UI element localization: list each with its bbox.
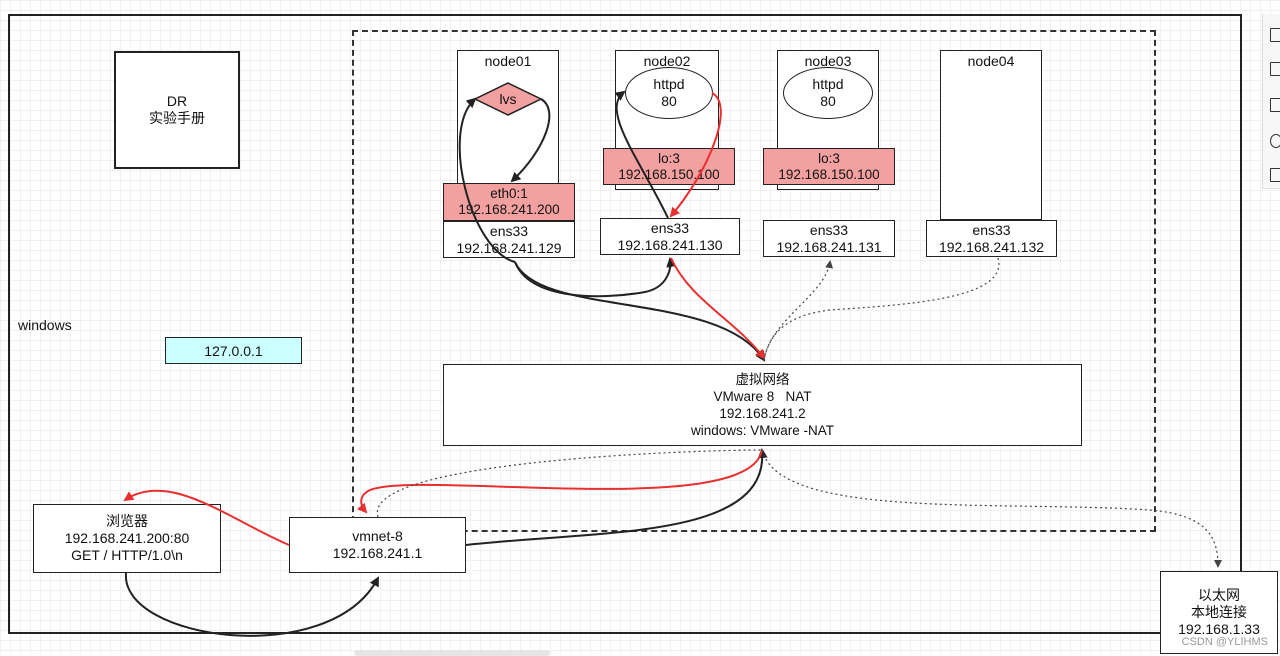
ens33-node01-to-lvs-arrow	[458, 97, 516, 263]
manual-label: 实验手册	[149, 110, 205, 126]
vnet-mode: VMware 8 NAT	[713, 389, 812, 404]
browser-request: GET / HTTP/1.0\n	[71, 547, 183, 563]
browser-box: 浏览器 192.168.241.200:80 GET / HTTP/1.0\n	[33, 504, 221, 573]
ens33-node04: ens33 192.168.241.132	[926, 220, 1057, 257]
node01-to-node02-arrow	[514, 257, 677, 298]
vmnet-ip: 192.168.241.1	[332, 545, 423, 561]
ethernet-box: 以太网 本地连接 192.168.1.33	[1160, 571, 1278, 654]
vnet-to-node03-dotted	[763, 260, 834, 361]
virtual-network-box: 虚拟网络 VMware 8 NAT 192.168.241.2 windows:…	[443, 364, 1082, 446]
node04-to-vnet-dotted	[763, 257, 1000, 361]
localhost-box: 127.0.0.1	[165, 337, 302, 364]
lo-name: lo:3	[818, 150, 840, 166]
node02-ens-to-httpd-arrow	[614, 90, 669, 219]
node02-title: node02	[643, 53, 691, 69]
lvs-to-eth0-arrow	[510, 98, 551, 183]
vnet-windows: windows: VMware -NAT	[690, 423, 835, 438]
right-toolbar	[1262, 14, 1280, 189]
vmnet-to-vnet-dotted	[377, 449, 763, 518]
vnet-title: 虚拟网络	[735, 372, 790, 387]
ens-name: ens33	[972, 221, 1011, 238]
watermark: CSDN @YLIHMS	[1181, 636, 1268, 648]
page-icon[interactable]	[1270, 28, 1280, 42]
vmnet-to-browser-red-arrow	[123, 489, 290, 546]
ens-ip: 192.168.241.132	[938, 238, 1045, 255]
httpd-label: httpd	[653, 76, 685, 92]
ethernet-ip: 192.168.1.33	[1178, 621, 1260, 637]
node01-to-vnet-arrow	[514, 261, 766, 362]
vm-boundary	[352, 30, 1156, 532]
windows-label: windows	[18, 317, 72, 333]
bottom-scroll-tab[interactable]	[354, 650, 550, 656]
vmnet8-box: vmnet-8 192.168.241.1	[289, 517, 466, 573]
ens33-node02: ens33 192.168.241.130	[600, 218, 740, 255]
httpd-node02: httpd 80	[625, 67, 713, 119]
httpd-port: 80	[661, 93, 677, 109]
eth0-name: eth0:1	[490, 186, 528, 201]
ens-ip: 192.168.241.131	[776, 238, 882, 255]
node01-title: node01	[484, 53, 532, 69]
eth0-ip: 192.168.241.200	[458, 202, 560, 217]
dr-manual-box: DR 实验手册	[114, 51, 240, 169]
browser-to-vmnet-arrow	[124, 572, 379, 637]
lo-name: lo:3	[658, 150, 680, 166]
lo3-node03: lo:3 192.168.150.100	[763, 148, 895, 185]
comment-icon[interactable]	[1270, 168, 1280, 182]
node04-title: node04	[967, 53, 1015, 69]
vmnet-to-vnet-arrow	[465, 448, 768, 546]
httpd-node03: httpd 80	[783, 67, 873, 119]
vnet-gateway: 192.168.241.2	[719, 406, 806, 421]
lo3-node02: lo:3 192.168.150.100	[603, 148, 735, 185]
ens-name: ens33	[809, 221, 849, 238]
undo-icon[interactable]	[1270, 134, 1280, 148]
lvs-label: lvs	[499, 91, 516, 107]
windows-frame	[8, 14, 1242, 634]
node04-box: node04	[940, 50, 1042, 220]
dr-label: DR	[166, 93, 188, 109]
lo-ip: 192.168.150.100	[778, 166, 880, 182]
ens33-node03: ens33 192.168.241.131	[763, 220, 895, 257]
ethernet-conn: 本地连接	[1191, 604, 1247, 620]
ens-name: ens33	[650, 219, 690, 236]
httpd-port: 80	[820, 93, 836, 109]
page-icon[interactable]	[1270, 62, 1280, 76]
vnet-to-vmnet-red-arrow	[356, 449, 763, 514]
lvs-diamond	[473, 82, 543, 116]
page-icon[interactable]	[1270, 98, 1280, 112]
vnet-to-ethernet-dotted	[761, 449, 1222, 568]
httpd-label: httpd	[812, 76, 844, 92]
browser-title: 浏览器	[106, 513, 148, 529]
ens-name: ens33	[489, 222, 529, 239]
httpd-to-ens-red-arrow	[669, 92, 722, 218]
ethernet-title: 以太网	[1198, 587, 1240, 603]
browser-url: 192.168.241.200:80	[64, 530, 190, 546]
node03-title: node03	[804, 53, 852, 69]
ens33-node01: ens33 192.168.241.129	[443, 221, 575, 258]
node02-to-vnet-red-arrow	[670, 257, 766, 360]
ens-ip: 192.168.241.129	[456, 239, 562, 256]
ens-ip: 192.168.241.130	[617, 236, 723, 253]
vmnet-name: vmnet-8	[352, 528, 403, 544]
